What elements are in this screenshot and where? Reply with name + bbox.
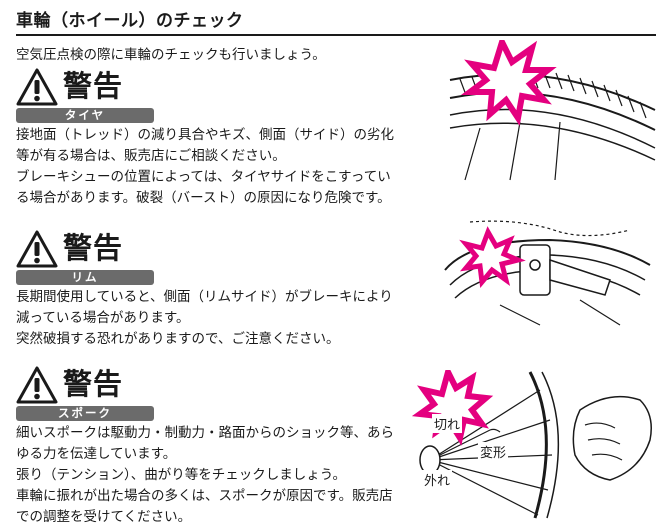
warning-triangle-icon: [16, 68, 58, 106]
intro-text: 空気圧点検の際に車輪のチェックも行いましょう。: [16, 47, 326, 63]
burst-icon: [459, 226, 526, 289]
label-deform: 変形: [478, 442, 509, 461]
section-label: タイヤ: [16, 108, 154, 123]
section-label: スポーク: [16, 406, 154, 421]
tire-illustration: [440, 40, 660, 190]
title-rule: [16, 34, 656, 36]
warning-word: 警告: [63, 367, 124, 401]
section-text: 長期間使用していると、側面（リムサイド）がブレーキにより 減っている場合がありま…: [16, 289, 393, 347]
page-title: 車輪（ホイール）のチェック: [16, 11, 244, 31]
burst-icon: [411, 370, 494, 446]
label-cut: 切れ: [432, 414, 463, 433]
section-rim: 警告 リム 長期間使用していると、側面（リムサイド）がブレーキにより 減っている…: [16, 230, 411, 350]
warning-triangle-icon: [16, 366, 58, 404]
section-text: 接地面（トレッド）の減り具合やキズ、側面（サイド）の劣化 等が有る場合は、販売店…: [16, 127, 394, 206]
section-spoke: 警告 スポーク 細いスポークは駆動力・制動力・路面からのショック等、あら ゆる力…: [16, 366, 411, 528]
section-text: 細いスポークは駆動力・制動力・路面からのショック等、あら ゆる力を伝達しています…: [16, 425, 394, 525]
warning-header: 警告: [16, 366, 411, 404]
section-tire: 警告 タイヤ 接地面（トレッド）の減り具合やキズ、側面（サイド）の劣化 等が有る…: [16, 68, 411, 209]
warning-header: 警告: [16, 230, 411, 268]
burst-icon: [461, 40, 557, 126]
label-detach: 外れ: [422, 470, 453, 489]
warning-header: 警告: [16, 68, 411, 106]
rim-illustration: [440, 210, 660, 330]
spoke-illustration: 切れ 変形 外れ: [410, 370, 660, 520]
warning-word: 警告: [63, 231, 124, 265]
warning-word: 警告: [63, 69, 124, 103]
warning-triangle-icon: [16, 230, 58, 268]
section-label: リム: [16, 270, 154, 285]
